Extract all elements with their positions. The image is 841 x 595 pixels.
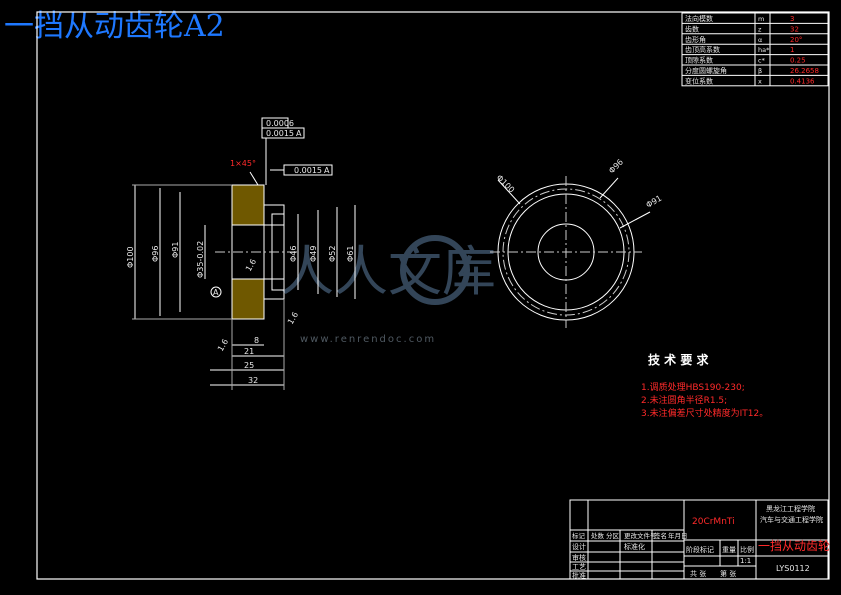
tb-weight: 重量 [722,546,736,554]
param-name: 变位系数 [685,76,713,85]
param-value: 3 [790,15,794,23]
tb-stage: 阶段标记 [686,545,714,554]
gear-front-view [490,176,651,328]
param-symbol: z [758,25,762,33]
param-symbol: β [758,67,762,75]
dim-d96: Φ96 [151,246,160,262]
tb-row-label: 更改文件号 [624,531,657,540]
param-symbol: m [758,15,764,23]
tb-school1: 黑龙江工程学院 [766,504,815,513]
tb-scale: 1:1 [740,557,751,565]
upper-tooth-hatch [231,184,265,226]
rough-1: 1.6 [244,257,258,273]
tb-row-label: 处数 [591,531,605,540]
tb-part: 一挡从动齿轮 [758,539,830,553]
watermark-circle [400,235,470,305]
watermark: 人人文库 www.renrendoc.com [280,235,496,345]
circ-d91: Φ91 [645,194,664,210]
title-block [569,499,829,580]
datum-label: A [213,288,219,297]
param-name: 齿数 [685,24,699,33]
tol-frame-2 [261,127,305,139]
tb-sheets: 共 张 [690,569,706,578]
param-value: 26.2658 [790,67,819,75]
tech-requirements: 技 术 要 求 1.调质处理HBS190-230; 2.未注圆角半径R1.5; … [641,352,768,419]
dim-w32: 32 [248,376,258,385]
dim-d49: Φ49 [309,246,318,262]
param-name: 齿形角 [685,35,706,44]
tb-designer: 设计 [572,542,586,551]
param-name: 分度圆螺旋角 [685,66,727,75]
chamfer-leader [249,171,259,186]
tb-approve: 批准 [572,571,586,580]
datum-circle [210,286,222,298]
dim-w21: 21 [244,347,254,356]
param-symbol: α [758,36,762,44]
gear-section-view [132,117,356,390]
dim-d35: Φ35-0.02 [196,241,205,278]
leader-d100 [497,179,521,205]
param-symbol: c* [758,57,766,65]
dim-d46: Φ46 [289,246,298,262]
dim-w8: 8 [254,336,259,345]
param-value: 0.4136 [790,77,815,85]
watermark-text: 人人文库 [280,240,496,303]
tb-sheet: 第 张 [720,569,736,578]
rough-2: 1.6 [286,310,300,326]
tb-drawing-no: LYS0112 [776,564,810,573]
rough-3: 1.6 [216,337,230,353]
drawing-title: 一挡从动齿轮A2 [4,9,225,44]
tb-material: 20CrMnTi [692,517,735,527]
tol-mid-ref: A [324,166,330,175]
tol-mid: 0.0015 [294,166,322,175]
param-symbol: x [758,77,762,85]
leader-d91 [619,211,651,229]
tb-std: 标准化 [624,542,645,551]
param-value: 0.25 [790,57,806,65]
watermark-url: www.renrendoc.com [300,334,436,345]
drawing-border [36,11,830,580]
tb-row-label: 签名 [654,531,667,540]
tech-item-3: 3.未注偏差尺寸处精度为IT12。 [641,407,768,419]
param-name: 顶隙系数 [685,56,713,65]
dim-w25: 25 [244,361,254,370]
chamfer-label: 1×45° [230,159,256,168]
param-value: 32 [790,25,799,33]
dim-d61: Φ61 [346,246,355,262]
dim-d91: Φ91 [171,242,180,258]
tb-ratio: 比例 [740,545,754,554]
tol-top2-ref: A [296,129,302,138]
circ-d96: Φ96 [607,157,625,175]
tol-top2: 0.0015 [266,129,294,138]
tech-item-2: 2.未注圆角半径R1.5; [641,394,727,406]
tb-row-labels: 标记处数分区更改文件号签名年月日 [572,531,688,540]
tech-heading: 技 术 要 求 [648,352,710,367]
tb-row-label: 分区 [606,531,620,540]
param-value: 1 [790,46,794,54]
tb-process: 工艺 [572,563,586,571]
dim-d52: Φ52 [328,246,337,262]
lower-tooth-hatch [231,278,265,320]
leader-d96 [599,177,619,199]
param-symbol: ha* [758,46,770,54]
tb-row-label: 标记 [572,531,586,540]
param-value: 20° [790,36,802,44]
gear-parameter-table: 法向模数 m 3 齿数 z 32 齿形角 α 20° 齿顶高系数 ha* 1 顶隙系数 c* 0.25 分度圆… [681,12,829,87]
tb-school2: 汽车与交通工程学院 [760,515,823,524]
tech-item-1: 1.调质处理HBS190-230; [641,381,745,393]
param-name: 法向模数 [685,14,713,23]
dim-d100: Φ100 [126,246,135,268]
param-name: 齿顶高系数 [685,45,720,54]
tb-reviewer: 审核 [572,553,586,562]
tb-row-label: 年月日 [668,531,688,540]
circ-d100: Φ100 [495,173,517,195]
tol-top1: 0.0006 [266,119,294,128]
